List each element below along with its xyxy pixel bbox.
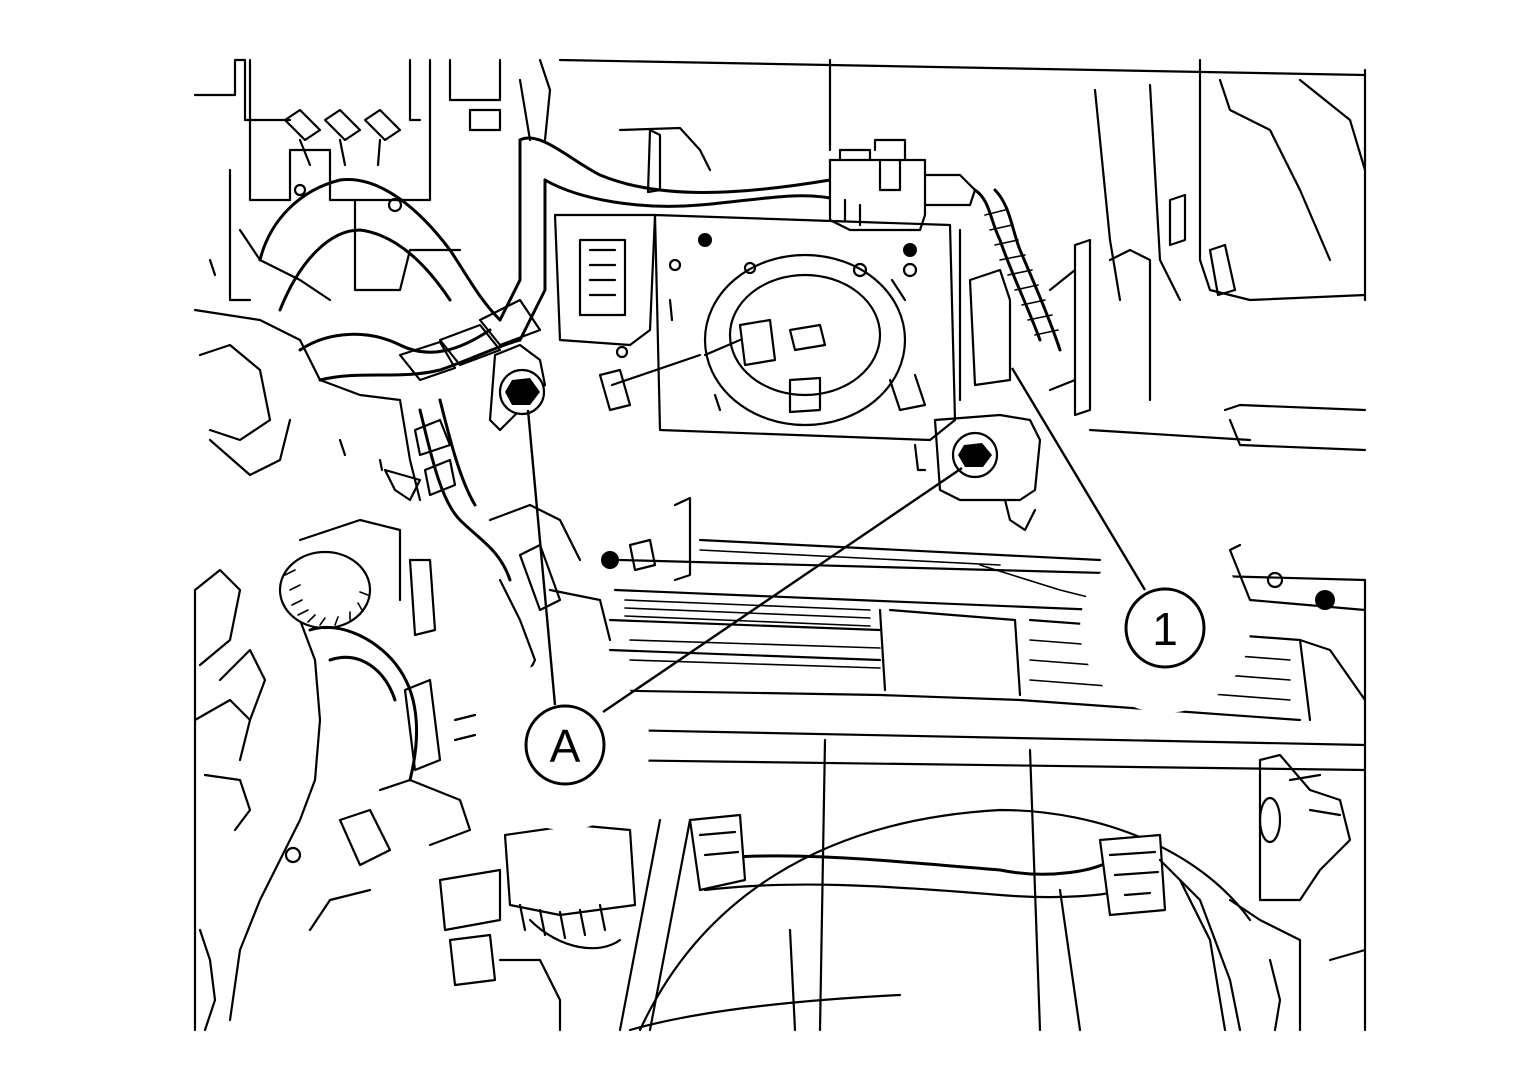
frame-rails xyxy=(578,403,1367,772)
knurled-wheel xyxy=(278,518,437,637)
wire-harness-upper xyxy=(258,58,842,382)
leader-line-a-right xyxy=(602,467,963,713)
callout-1: 1 xyxy=(1124,587,1206,669)
upper-connector xyxy=(828,138,977,232)
outer-frame xyxy=(193,58,1367,1032)
bolt-right xyxy=(913,413,1042,532)
left-column xyxy=(193,338,422,1032)
bolt-left xyxy=(488,343,547,432)
lower-right-bracket xyxy=(1228,753,1367,1032)
callout-a-label: A xyxy=(550,720,581,772)
upper-left-bracket xyxy=(208,58,502,302)
wire-harness-left xyxy=(308,398,692,867)
leader-line-a-left xyxy=(526,409,557,706)
lower-connector xyxy=(308,823,637,1032)
leader-lines xyxy=(526,367,1147,713)
actuator-plate xyxy=(553,126,957,442)
callout-1-label: 1 xyxy=(1152,603,1178,655)
callout-halos xyxy=(480,543,1250,830)
leader-line-1 xyxy=(1010,367,1147,591)
corrugated-harness-right xyxy=(958,188,1237,417)
lower-duct xyxy=(618,738,1252,1032)
callout-a: A xyxy=(524,704,606,786)
